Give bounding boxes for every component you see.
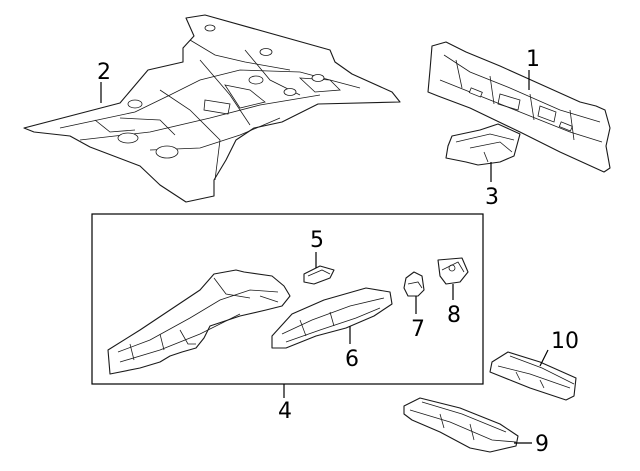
- part-9-crossmember[interactable]: [403, 397, 519, 453]
- part-1-rear-panel[interactable]: [427, 41, 611, 173]
- leader-lines: [100, 70, 549, 444]
- callout-2: 2: [97, 60, 111, 85]
- part-8-gusset[interactable]: [437, 257, 469, 285]
- part-7-bracket[interactable]: [403, 271, 425, 297]
- callout-5: 5: [310, 228, 324, 253]
- part-5-plate[interactable]: [303, 265, 335, 285]
- part-6-side-member[interactable]: [271, 287, 393, 349]
- callout-10: 10: [551, 329, 579, 354]
- part-4-rail-assembly[interactable]: [107, 269, 291, 375]
- callout-3: 3: [485, 185, 499, 210]
- group-4-frame: [91, 213, 484, 385]
- callout-8: 8: [447, 303, 461, 328]
- part-3-bracket[interactable]: [445, 123, 521, 166]
- callout-9: 9: [535, 432, 549, 457]
- part-2-floor-pan[interactable]: [23, 14, 401, 203]
- callout-7: 7: [411, 317, 425, 342]
- callout-1: 1: [526, 47, 540, 72]
- callout-4: 4: [278, 399, 292, 424]
- callout-6: 6: [345, 347, 359, 372]
- part-10-crossmember[interactable]: [489, 351, 577, 401]
